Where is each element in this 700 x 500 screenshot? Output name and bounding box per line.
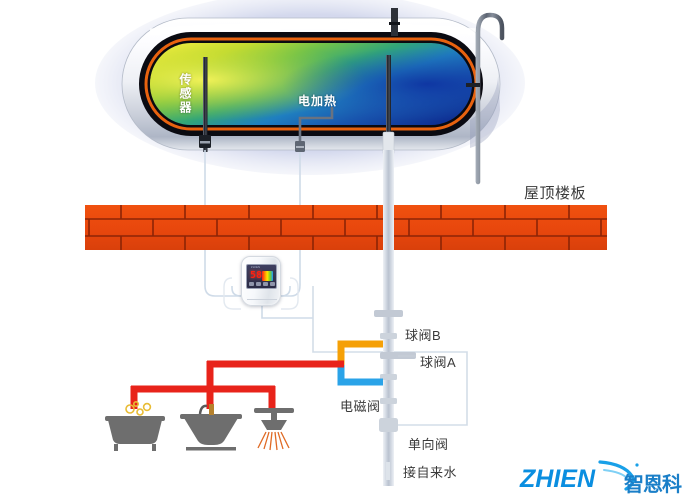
overflow-vent-pipe bbox=[466, 12, 505, 185]
solenoid-valve-circuit bbox=[337, 340, 383, 386]
key-glyph bbox=[270, 282, 275, 286]
logo-wordmark: ZHIEN bbox=[520, 465, 595, 493]
shower-icon bbox=[254, 408, 294, 451]
tank-top-stub-pipe bbox=[389, 8, 400, 36]
ball-valve-b-fitting bbox=[374, 310, 403, 317]
main-water-riser-pipe bbox=[374, 150, 416, 486]
control-wiring bbox=[204, 150, 468, 426]
tank-sensor-label: 传感器 bbox=[178, 73, 192, 115]
supply-out-pipe bbox=[337, 340, 382, 365]
controller-seam bbox=[247, 299, 277, 300]
controller-brand-text: ZHIEN bbox=[251, 266, 261, 269]
logo-chinese-name: 智恩科技 bbox=[624, 474, 682, 496]
label-solenoid-valve: 电磁阀 bbox=[340, 399, 381, 414]
brand-logo: ZHIEN 智恩科技 bbox=[520, 460, 692, 496]
controller-temperature-display: 58 bbox=[250, 270, 263, 281]
key-glyph bbox=[263, 282, 268, 286]
label-ball-valve-a: 球阀A bbox=[420, 355, 457, 370]
solar-water-tank bbox=[121, 17, 501, 151]
wall-controller[interactable]: ZHIEN 58 bbox=[241, 256, 281, 306]
logo-swoosh-icon bbox=[598, 460, 639, 491]
controller-screen: ZHIEN 58 bbox=[246, 264, 277, 289]
roof-floor-slab bbox=[85, 205, 607, 250]
hot-water-pipes bbox=[130, 360, 344, 409]
label-roof-slab: 屋顶楼板 bbox=[524, 185, 587, 202]
controller-screen-keys bbox=[249, 281, 276, 287]
tank-heater-label: 电加热 bbox=[298, 94, 338, 108]
electric-heater-element bbox=[295, 107, 334, 152]
controller-level-bar bbox=[262, 271, 273, 281]
label-ball-valve-b: 球阀B bbox=[405, 328, 442, 343]
wash-basin-icon bbox=[180, 404, 242, 451]
key-glyph bbox=[249, 282, 254, 286]
controller-mount-outline bbox=[223, 277, 299, 310]
key-glyph bbox=[256, 282, 261, 286]
check-valve-fitting bbox=[379, 418, 398, 432]
label-tap-water: 接自来水 bbox=[403, 465, 458, 480]
bathtub-icon bbox=[105, 400, 165, 451]
temperature-sensor-probe bbox=[199, 57, 211, 152]
label-check-valve: 单向阀 bbox=[408, 437, 449, 452]
return-in-pipe bbox=[337, 365, 382, 386]
